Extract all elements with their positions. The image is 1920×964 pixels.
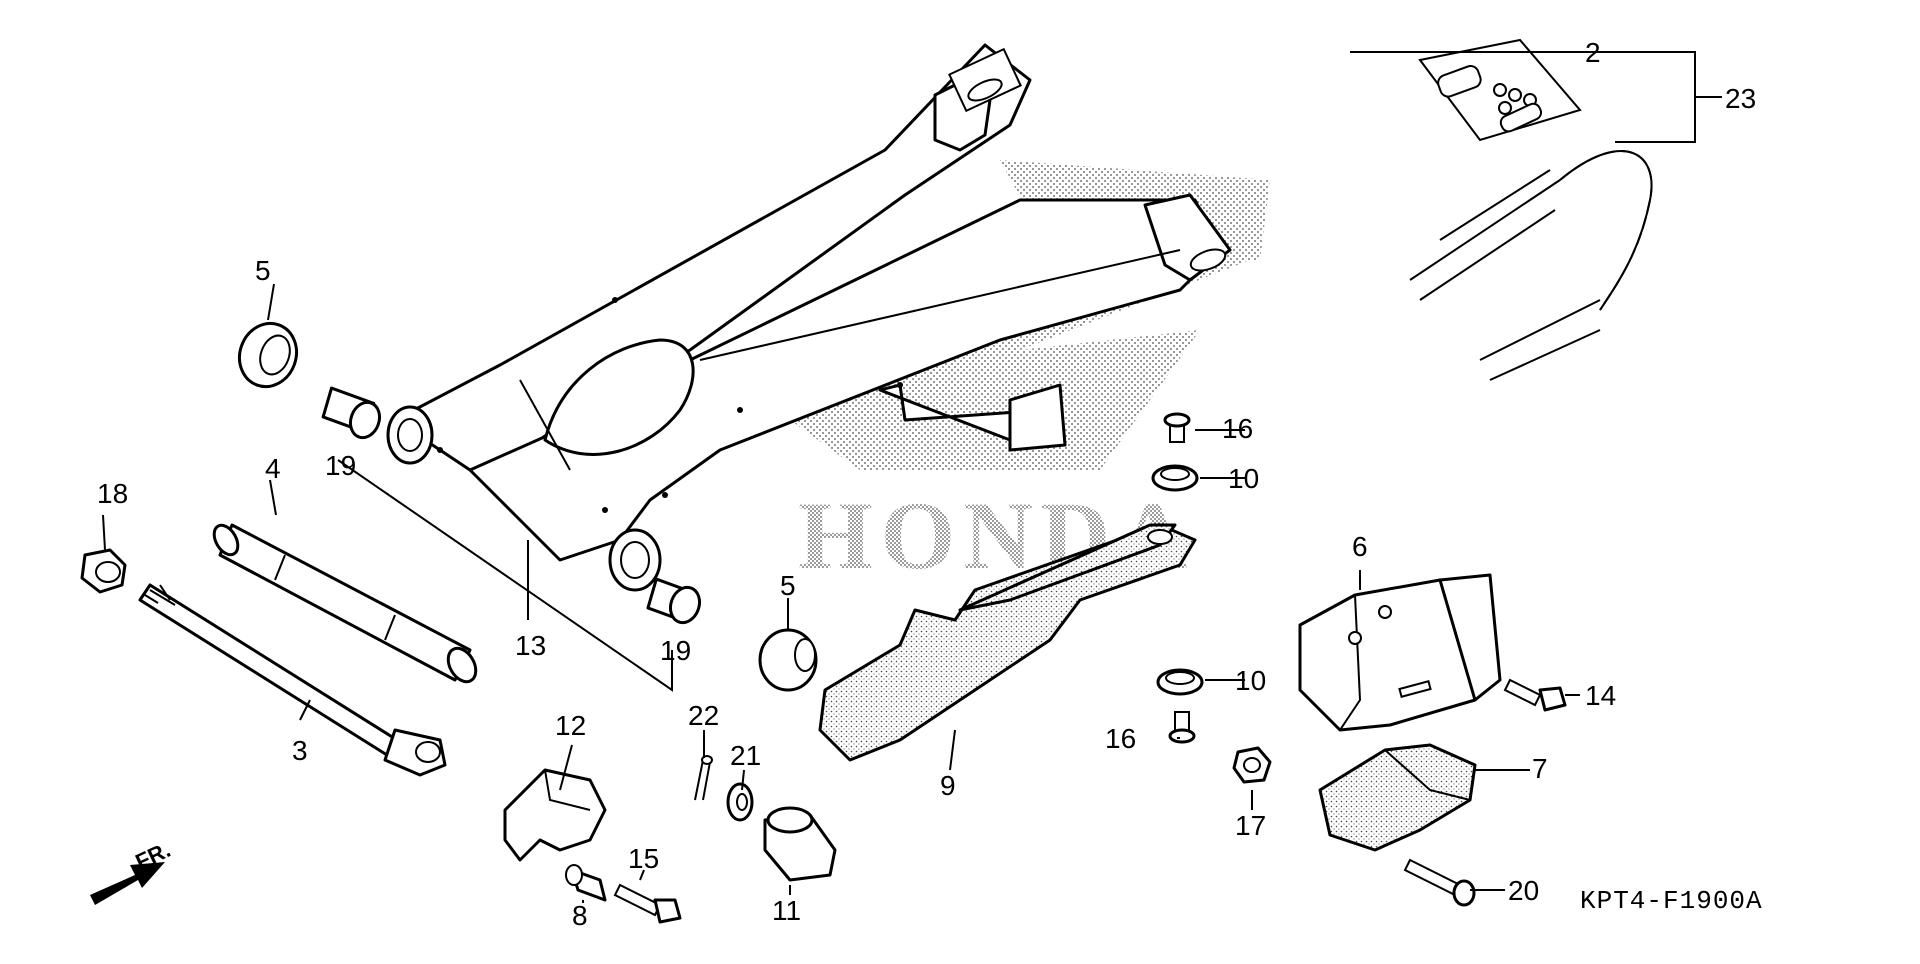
callout-23: 23 [1725,83,1756,114]
callout-8: 8 [572,900,588,931]
callout-19-upper: 19 [325,450,356,481]
callout-10-lower: 10 [1235,665,1266,696]
callout-17: 17 [1235,810,1266,841]
swingarm [386,43,1232,592]
chain-guide-slider-7 [1318,743,1477,852]
dust-seal-5-upper [238,321,298,389]
callout-19-lower: 19 [660,635,691,666]
roller-11 [763,806,837,882]
needle-bearing-19-upper [321,386,382,440]
washer-21 [726,782,754,822]
needle-bearing-19-lower [646,577,702,625]
dust-seal-5-lower [758,628,818,692]
flange-bolt-14 [1503,678,1567,712]
callout-18: 18 [97,478,128,509]
pivot-nut-18 [80,548,127,594]
leader-lines [102,51,1722,903]
chain-slider-9 [818,523,1197,762]
callout-16-lower: 16 [1105,723,1136,754]
callout-7: 7 [1532,753,1548,784]
callout-16-upper: 16 [1222,413,1253,444]
callout-numbers: 2 23 5 16 10 19 18 4 13 19 5 6 10 14 3 1… [97,37,1756,931]
chain-guide-6 [1298,573,1502,732]
collar-8 [565,864,607,902]
pivot-bolt-3 [138,583,447,777]
pivot-collar-4 [212,523,478,684]
callout-3: 3 [292,735,308,766]
callout-22: 22 [688,700,719,731]
hose-guide-12 [503,768,607,862]
callout-12: 12 [555,710,586,741]
callout-2: 2 [1585,37,1601,68]
callout-21: 21 [730,740,761,771]
screw-16-lower [1168,711,1196,744]
callout-14: 14 [1585,680,1616,711]
nut-17 [1232,746,1272,784]
callout-5-upper: 5 [255,255,271,286]
flange-bolt-15 [613,883,682,924]
callout-11: 11 [772,895,801,926]
callout-20: 20 [1508,875,1539,906]
callout-4: 4 [265,453,281,484]
cotter-pin-22 [694,755,713,801]
front-direction-arrow: FR. [90,837,174,905]
diagram-code: KPT4-F1900A [1580,886,1763,916]
callout-15: 15 [628,843,659,874]
chain-joint-2 [1418,38,1582,142]
screw-16-upper [1163,412,1191,443]
callout-9: 9 [940,770,956,801]
drive-chain-23 [1409,150,1653,381]
grommet-10-lower [1156,668,1204,696]
callout-13: 13 [515,630,546,661]
callout-5-lower: 5 [780,570,796,601]
bolt-20 [1403,858,1476,907]
callout-10-upper: 10 [1228,463,1259,494]
grommet-10-upper [1151,464,1199,492]
callout-6: 6 [1352,531,1368,562]
